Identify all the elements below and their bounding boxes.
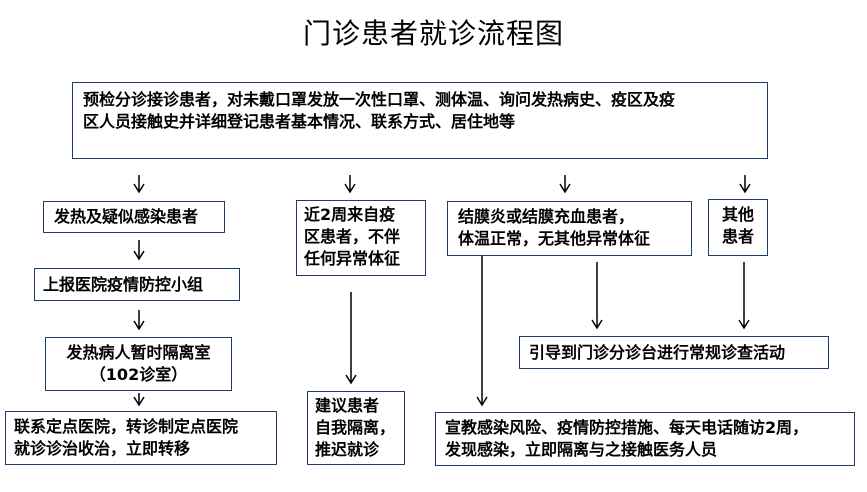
guide-box: 引导到门诊分诊台进行常规诊查活动 <box>519 336 829 369</box>
conjunctivitis-text: 结膜炎或结膜充血患者， 体温正常，无其他异常体征 <box>458 207 651 248</box>
isolation-room-text: 发热病人暂时隔离室 <box>66 343 211 362</box>
epidemic-area-box: 近2周来自疫 区患者，不伴 任何异常体征 <box>296 200 426 276</box>
self-isolation-box: 建议患者 自我隔离， 推迟就诊 <box>307 391 405 465</box>
other-patients-text: 其他 患者 <box>721 205 754 246</box>
report-box: 上报医院疫情防控小组 <box>34 268 240 301</box>
triage-text: 预检分诊接诊患者，对未戴口罩发放一次性口罩、测体温、询问发热病史、疫区及疫 区人… <box>83 90 676 131</box>
fever-patient-box: 发热及疑似感染患者 <box>43 201 225 233</box>
transfer-text: 联系定点医院，转诊制定点医院 就诊诊治收治，立即转移 <box>14 417 239 458</box>
triage-box: 预检分诊接诊患者，对未戴口罩发放一次性口罩、测体温、询问发热病史、疫区及疫 区人… <box>72 82 768 159</box>
isolation-room-number: （102诊室） <box>89 365 188 384</box>
fever-patient-text: 发热及疑似感染患者 <box>54 207 199 226</box>
education-text: 宣教感染风险、疫情防控措施、每天电话随访2周， 发现感染，立即隔离与之接触医务人… <box>445 418 809 459</box>
self-isolation-text: 建议患者 自我隔离， 推迟就诊 <box>315 396 396 459</box>
education-box: 宣教感染风险、疫情防控措施、每天电话随访2周， 发现感染，立即隔离与之接触医务人… <box>435 412 855 466</box>
page-title: 门诊患者就诊流程图 <box>302 17 564 50</box>
guide-text: 引导到门诊分诊台进行常规诊查活动 <box>529 343 786 362</box>
conjunctivitis-box: 结膜炎或结膜充血患者， 体温正常，无其他异常体征 <box>447 201 692 256</box>
isolation-room-box: 发热病人暂时隔离室 （102诊室） <box>45 337 232 391</box>
epidemic-area-text: 近2周来自疫 区患者，不伴 任何异常体征 <box>304 205 401 268</box>
transfer-box: 联系定点医院，转诊制定点医院 就诊诊治收治，立即转移 <box>5 411 277 465</box>
other-patients-box: 其他 患者 <box>708 199 768 256</box>
report-text: 上报医院疫情防控小组 <box>43 275 204 294</box>
